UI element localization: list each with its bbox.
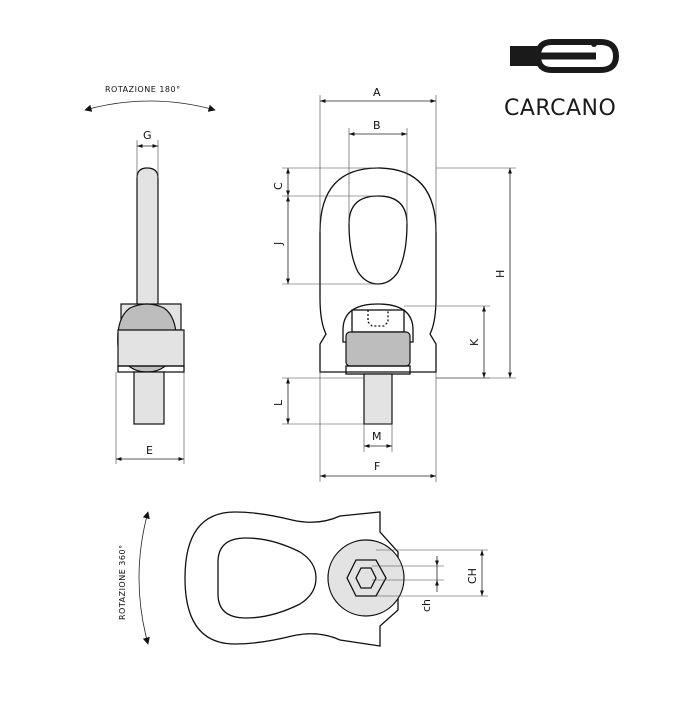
front-nut <box>351 309 405 333</box>
carcano-logo-icon <box>510 39 620 73</box>
ring-edge <box>136 167 159 307</box>
ring-eye <box>348 195 408 285</box>
dim-label-H: H <box>494 270 507 278</box>
dim-label-L: L <box>272 399 285 406</box>
top-base <box>327 539 405 617</box>
lower-window <box>342 303 414 343</box>
dim-label-C: C <box>272 182 285 190</box>
dim-label-K: K <box>468 338 481 346</box>
dim-label-J: J <box>272 242 285 246</box>
dim-label-CH: CH <box>466 568 479 584</box>
rotation-arrow-icon <box>84 100 216 112</box>
dim-label-ch: ch <box>420 599 433 612</box>
side-view: G E <box>115 129 185 464</box>
side-base <box>117 329 185 367</box>
brand-name: CARCANO <box>504 96 616 121</box>
dim-label-G: G <box>143 129 152 142</box>
front-base <box>345 331 411 367</box>
dim-label-E: E <box>146 444 153 457</box>
rotation-left-label: ROTAZIONE 360° <box>118 544 127 620</box>
dim-label-F: F <box>374 460 380 473</box>
hex-socket <box>346 559 387 597</box>
ring-outline <box>319 167 437 373</box>
dim-label-A: A <box>373 86 381 99</box>
rotation-180-annotation: ROTAZIONE 180° <box>84 85 216 112</box>
rotation-top-label: ROTAZIONE 180° <box>105 85 181 94</box>
side-bolt <box>133 371 165 425</box>
carcano-logo: CARCANO <box>504 39 620 121</box>
top-ring-eye <box>217 537 317 619</box>
dim-label-B: B <box>373 119 381 132</box>
dim-label-M: M <box>372 430 382 443</box>
front-bolt <box>363 373 393 425</box>
top-view: CH ch <box>184 511 488 647</box>
top-ring-outline <box>184 511 399 647</box>
front-view: A B C J H K L M <box>272 86 516 482</box>
rotation-arrow-icon <box>138 511 150 645</box>
rotation-360-annotation: ROTAZIONE 360° <box>118 511 150 645</box>
